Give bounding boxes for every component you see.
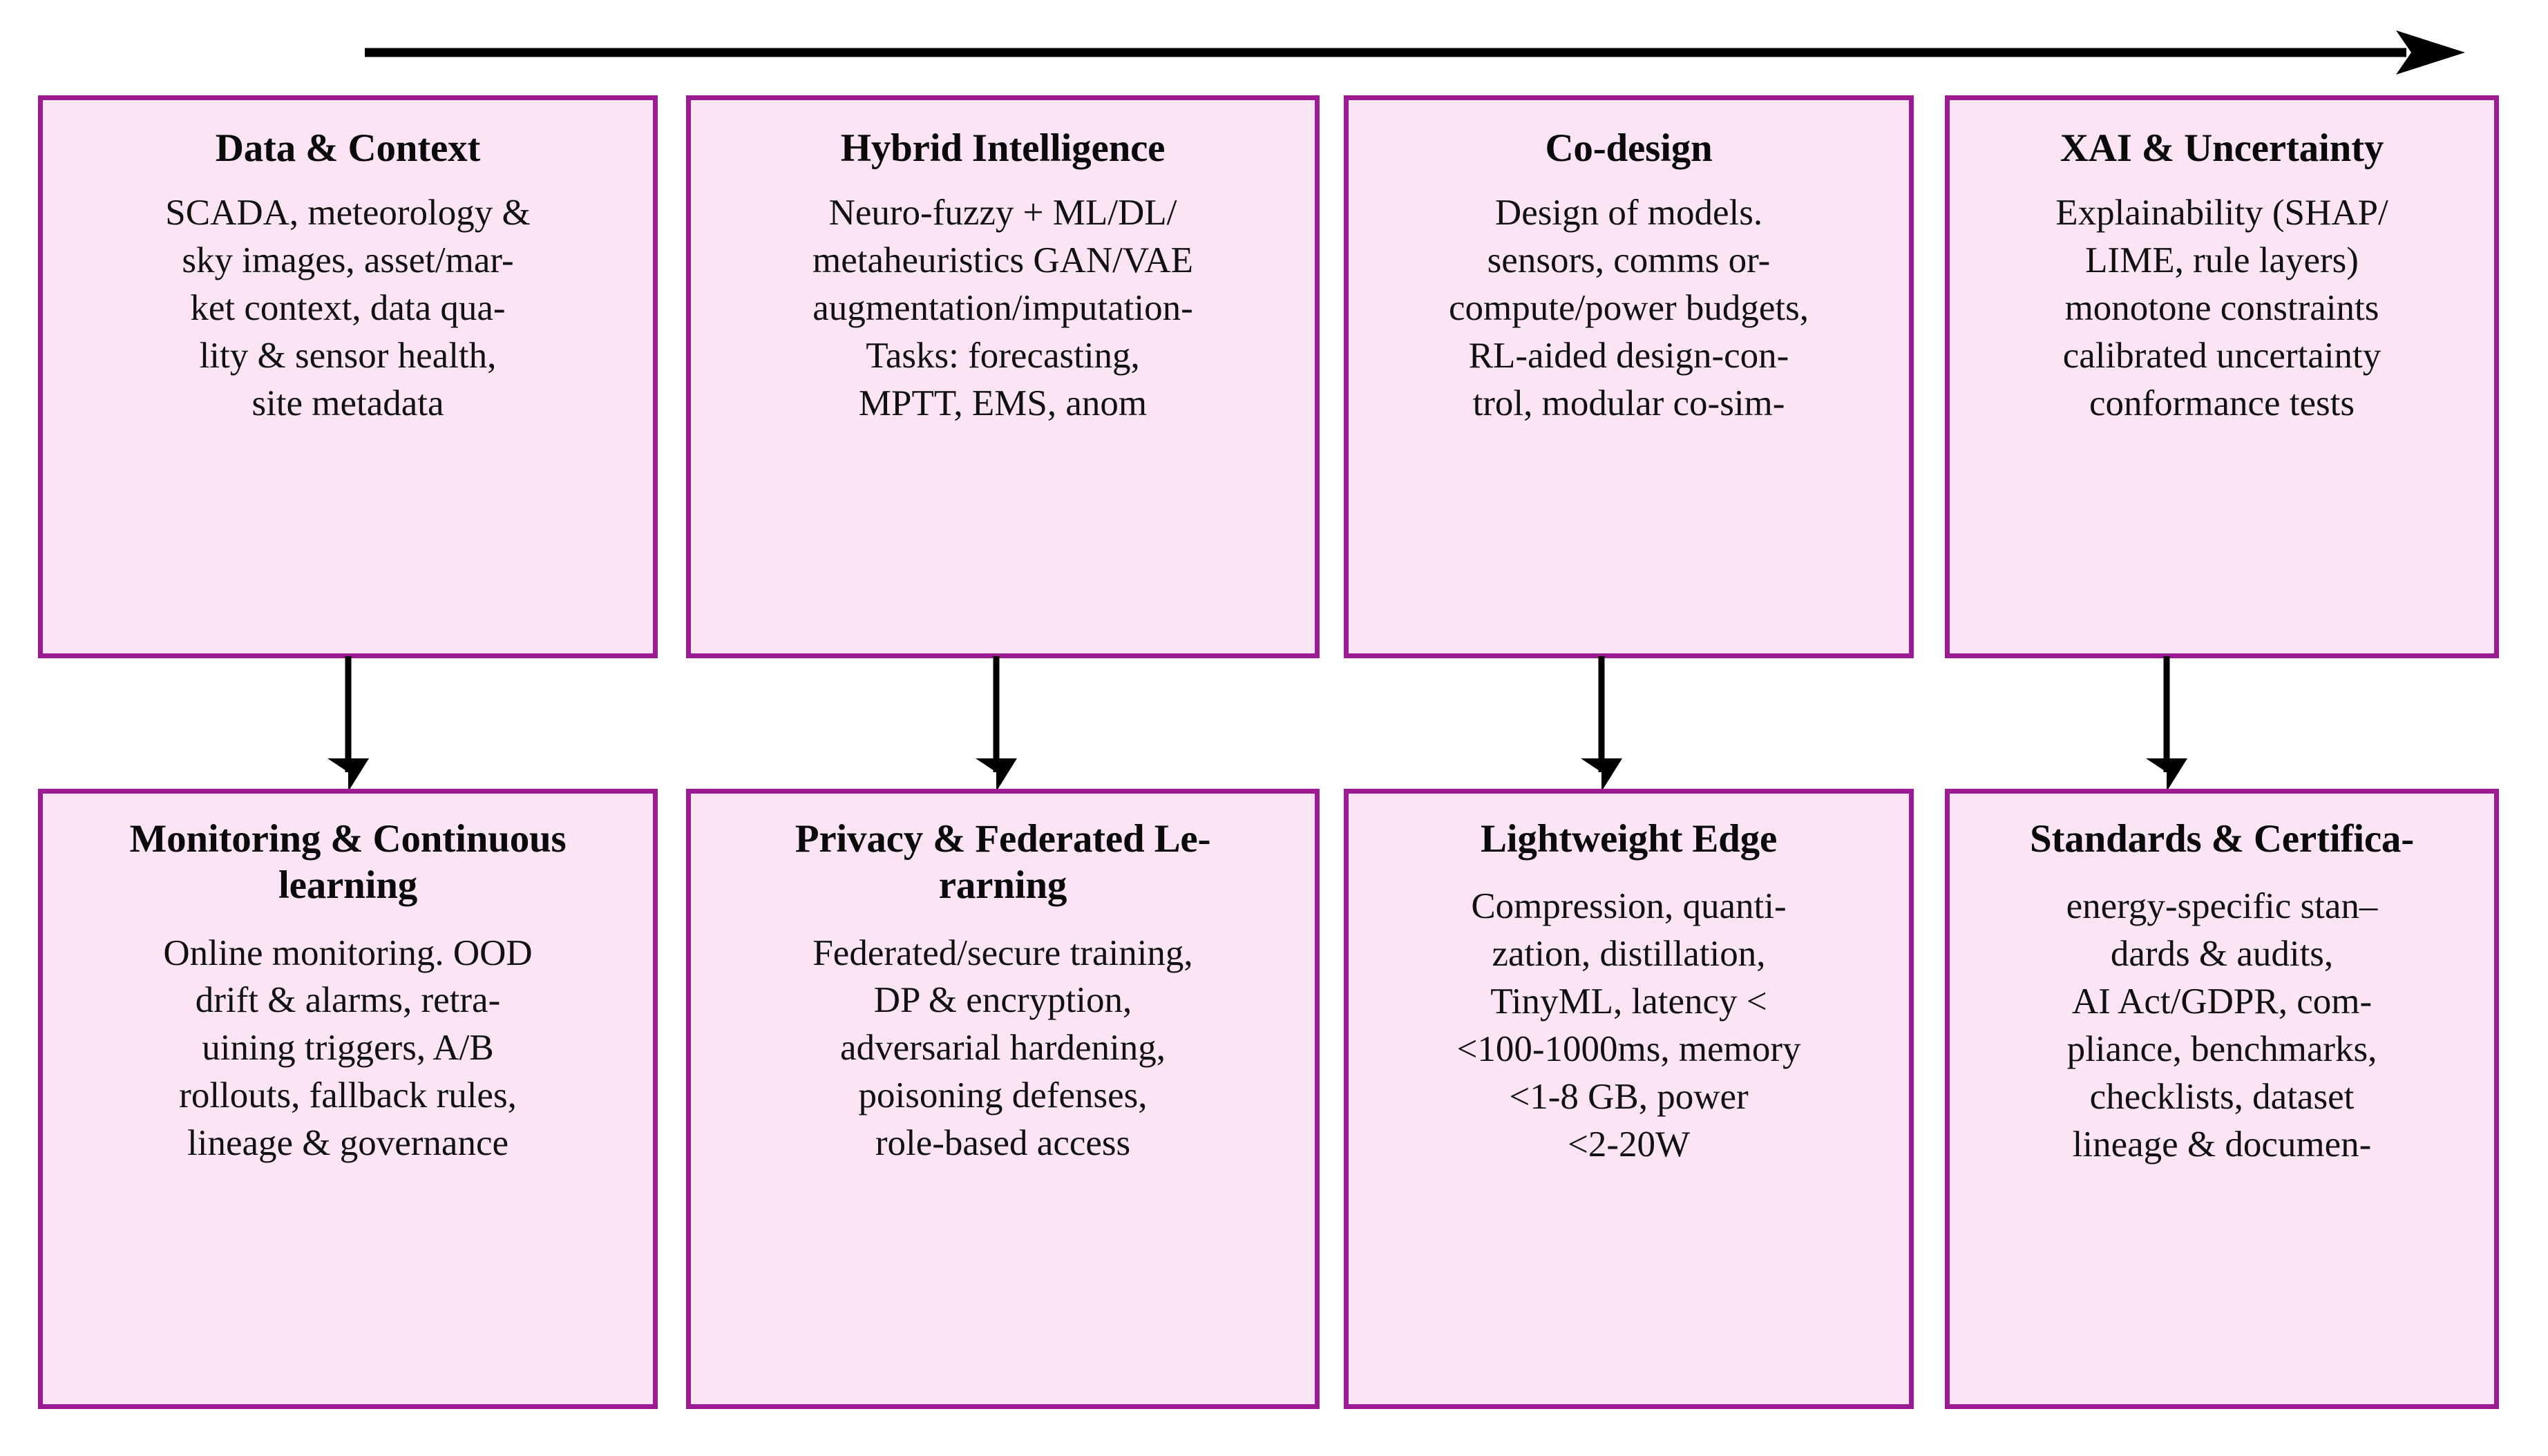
- stage-title: Hybrid Intelligence: [840, 126, 1166, 170]
- stage-card-monitoring-and-continuous-learning[interactable]: Monitoring & Continuous learning Online …: [38, 789, 658, 1409]
- stage-row-top: Data & Context SCADA, meteorology & sky …: [38, 95, 2499, 658]
- stage-card-privacy-and-federated-learning[interactable]: Privacy & Federated Le- rarning Federate…: [686, 789, 1320, 1409]
- stage-title: Lightweight Edge: [1480, 817, 1778, 861]
- stage-card-data-and-context[interactable]: Data & Context SCADA, meteorology & sky …: [38, 95, 658, 658]
- stage-title: Standards & Certifica-: [2029, 817, 2415, 861]
- connector-arrow-1-icon: [327, 656, 369, 792]
- stage-body: Design of models. sensors, comms or- com…: [1448, 193, 1809, 423]
- stage-row-bottom: Monitoring & Continuous learning Online …: [38, 789, 2499, 1409]
- connector-arrow-2-icon: [976, 656, 1017, 792]
- stage-title: Data & Context: [215, 126, 481, 170]
- connector-arrow-3-icon: [1581, 656, 1622, 792]
- stage-card-xai-and-uncertainty[interactable]: XAI & Uncertainty Explainability (SHAP/ …: [1945, 95, 2499, 658]
- connector-arrow-4-icon: [2146, 656, 2187, 792]
- stage-body: Compression, quanti- zation, distillatio…: [1456, 886, 1801, 1165]
- stage-card-lightweight-edge[interactable]: Lightweight Edge Compression, quanti- za…: [1344, 789, 1914, 1409]
- stage-body: SCADA, meteorology & sky images, asset/m…: [165, 193, 531, 423]
- stage-title: Co-design: [1545, 126, 1713, 170]
- stage-title: XAI & Uncertainty: [2060, 126, 2384, 170]
- stage-card-hybrid-intelligence[interactable]: Hybrid Intelligence Neuro-fuzzy + ML/DL/…: [686, 95, 1320, 658]
- progression-arrow-icon: [365, 30, 2465, 75]
- stage-body: Neuro-fuzzy + ML/DL/ metaheuristics GAN/…: [812, 193, 1193, 423]
- stage-body: Explainability (SHAP/ LIME, rule layers)…: [2055, 193, 2388, 423]
- stage-title: Monitoring & Continuous learning: [129, 817, 567, 908]
- stage-body: energy-specific stan– dards & audits, AI…: [2066, 886, 2378, 1165]
- stage-body: Federated/secure training, DP & encrypti…: [812, 932, 1193, 1164]
- stage-body: Online monitoring. OOD drift & alarms, r…: [163, 932, 533, 1164]
- stage-card-standards-and-certification[interactable]: Standards & Certifica- energy-specific s…: [1945, 789, 2499, 1409]
- stage-title: Privacy & Federated Le- rarning: [795, 817, 1211, 908]
- stage-card-co-design[interactable]: Co-design Design of models. sensors, com…: [1344, 95, 1914, 658]
